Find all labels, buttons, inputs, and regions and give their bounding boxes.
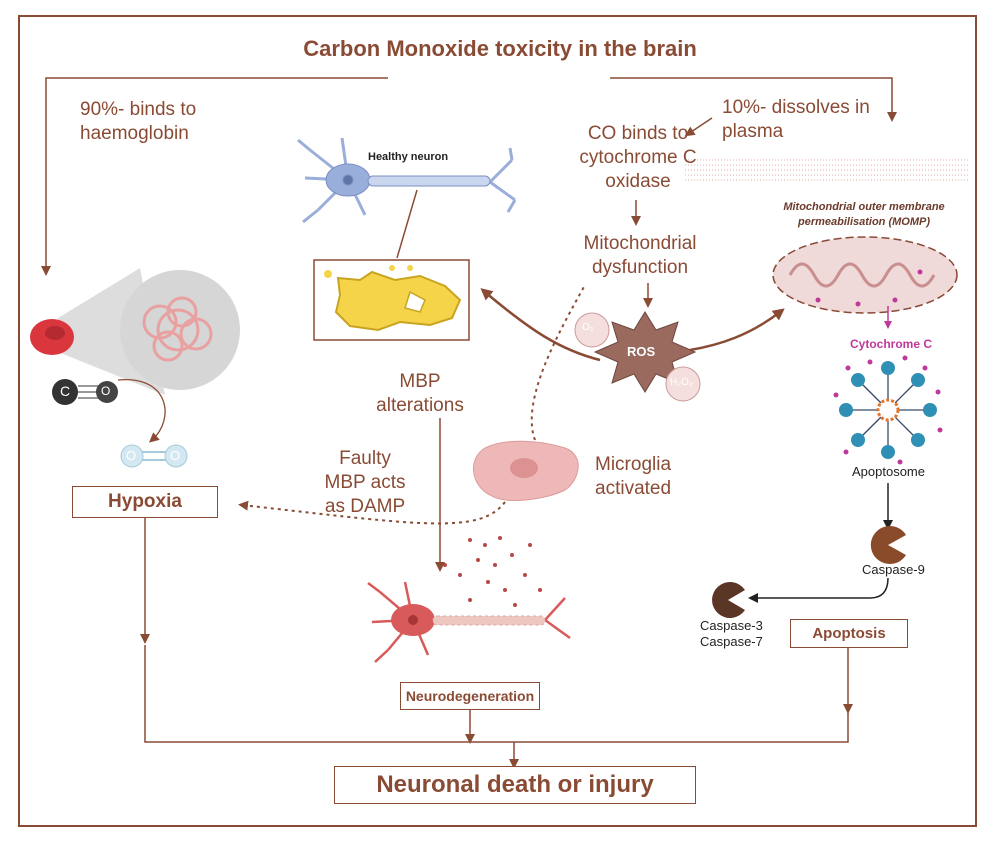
o2-letter-2: O <box>170 448 181 463</box>
diagram-frame <box>18 15 977 827</box>
o2-molecule <box>120 444 188 468</box>
microglia-graphic <box>473 440 579 501</box>
caspase9-icon <box>870 526 906 565</box>
superoxide-label: O₂ <box>582 322 594 333</box>
mitochondrion-graphic <box>772 236 958 314</box>
healthy-neuron-label: Healthy neuron <box>368 151 449 163</box>
plasma-to-co-arrow <box>684 117 713 137</box>
ros-label: ROS <box>627 344 656 359</box>
ros-to-myelin-arrow <box>480 288 601 362</box>
o2-letter-1: O <box>126 448 137 463</box>
damaged-neuron-graphic <box>367 581 571 663</box>
myelin-box <box>313 259 470 341</box>
diagram-title: Carbon Monoxide toxicity in the brain <box>303 36 697 61</box>
ros-to-mito-arrow <box>689 308 785 352</box>
neuronal-death-box: Neuronal death or injury <box>334 766 696 804</box>
co-carbon-letter: C <box>60 383 71 399</box>
apoptosis-box: Apoptosis <box>790 619 908 648</box>
rbc-haemoglobin-graphic <box>30 268 240 395</box>
caspase9-label: Caspase-9 <box>862 562 925 577</box>
apoptosome-label: Apoptosome <box>852 464 925 479</box>
neurodegeneration-box: Neurodegeneration <box>400 682 540 710</box>
ros-star <box>574 311 701 402</box>
h2o2-label: H₂O₂ <box>670 377 693 388</box>
caspase37-icon <box>712 582 745 619</box>
cytochrome-c-label: Cytochrome C <box>850 337 933 351</box>
healthy-neuron-graphic <box>297 137 517 224</box>
co-molecule <box>52 379 118 405</box>
neuron-to-myelin-line <box>396 189 418 259</box>
co-oxygen-letter: O <box>101 384 111 398</box>
top-branch-arrows <box>41 77 897 276</box>
hypoxia-box: Hypoxia <box>72 486 218 518</box>
damp-particles <box>443 536 542 607</box>
plasma-band <box>685 159 970 181</box>
apoptosome-graphic <box>833 355 943 465</box>
